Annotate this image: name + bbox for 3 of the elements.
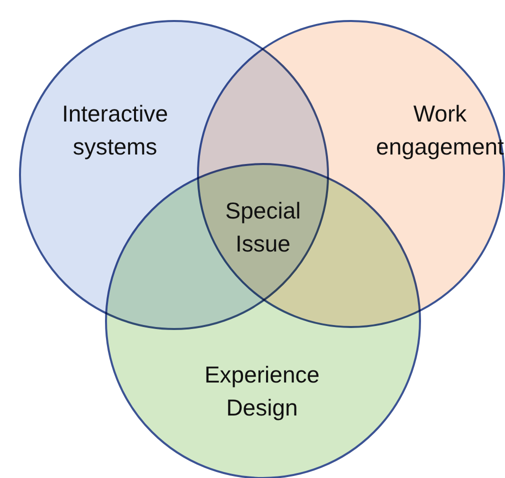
intersection-label: Special Issue xyxy=(224,196,302,259)
circle-label: Interactive systems xyxy=(60,100,170,162)
circle-label: Experience Design xyxy=(203,360,321,423)
